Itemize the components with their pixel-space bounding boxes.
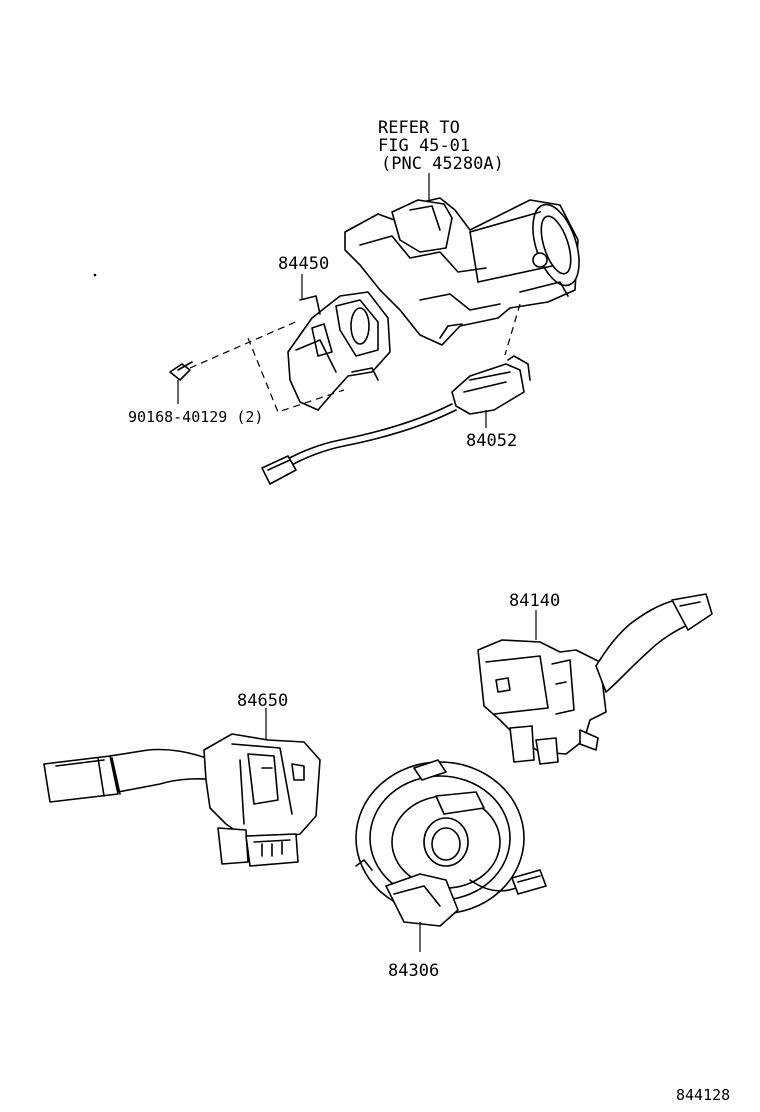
reference-line-3: (PNC 45280A) xyxy=(381,154,504,174)
screw-alignment-dashes xyxy=(189,303,521,413)
part-84450-drawing xyxy=(287,291,391,411)
screw-90168-drawing xyxy=(169,361,193,404)
stray-dot xyxy=(93,273,97,277)
part-84650-drawing xyxy=(43,708,321,867)
label-84450: 84450 xyxy=(278,254,329,274)
label-84650: 84650 xyxy=(237,691,288,711)
part-84052-drawing xyxy=(261,355,531,485)
label-90168: 90168-40129 (2) xyxy=(128,408,263,426)
part-84306-drawing xyxy=(355,759,547,952)
label-84052: 84052 xyxy=(466,431,517,451)
reference-note: REFER TO FIG 45-01 (PNC 45280A) xyxy=(378,118,504,200)
reference-line-1: REFER TO xyxy=(378,118,460,138)
label-84306: 84306 xyxy=(388,961,439,981)
figure-id: 844128 xyxy=(676,1086,730,1104)
reference-line-2: FIG 45-01 xyxy=(378,136,470,156)
part-84140-drawing xyxy=(477,593,713,765)
label-84140: 84140 xyxy=(509,591,560,611)
lock-housing-drawing xyxy=(344,197,580,346)
